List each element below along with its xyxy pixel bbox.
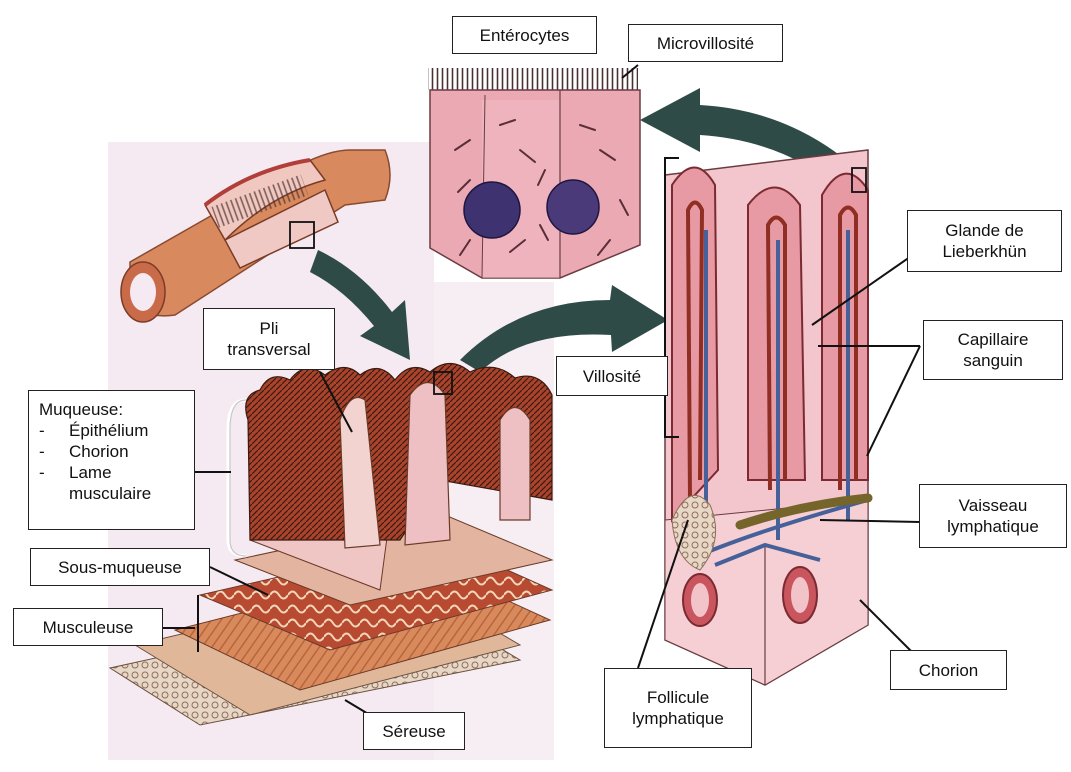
muqueuse-item-musculaire: musculaire bbox=[39, 483, 151, 504]
label-microvillosite-text: Microvillosité bbox=[657, 33, 754, 54]
label-vaisseau-lymphatique: Vaisseau lymphatique bbox=[919, 484, 1067, 548]
label-villosite: Villosité bbox=[556, 356, 668, 396]
dash: - bbox=[39, 420, 69, 441]
dash-spacer bbox=[39, 483, 69, 504]
label-follicule-line-1: Follicule bbox=[647, 687, 709, 708]
label-musculeuse-text: Musculeuse bbox=[43, 617, 134, 638]
label-musculeuse: Musculeuse bbox=[13, 608, 163, 646]
dash: - bbox=[39, 441, 69, 462]
label-sous-muqueuse-text: Sous-muqueuse bbox=[58, 557, 182, 578]
label-villosite-text: Villosité bbox=[583, 366, 641, 387]
label-microvillosite: Microvillosité bbox=[628, 24, 783, 62]
label-vaisseau-line-2: lymphatique bbox=[947, 516, 1039, 537]
muqueuse-item-text: Épithélium bbox=[69, 420, 148, 441]
enterocyte-block-illustration bbox=[428, 68, 640, 278]
label-capillaire-line-1: Capillaire bbox=[958, 329, 1029, 350]
label-chorion-text: Chorion bbox=[919, 660, 979, 681]
label-chorion: Chorion bbox=[890, 650, 1007, 690]
label-vaisseau-line-1: Vaisseau bbox=[959, 495, 1028, 516]
label-enterocytes-text: Entérocytes bbox=[480, 25, 570, 46]
muqueuse-item-epithelium: -Épithélium bbox=[39, 420, 148, 441]
dash: - bbox=[39, 462, 69, 483]
label-follicule-lymphatique: Follicule lymphatique bbox=[604, 668, 752, 748]
muqueuse-item-text: musculaire bbox=[69, 483, 151, 504]
label-follicule-line-2: lymphatique bbox=[632, 708, 724, 729]
label-glande-line-1: Glande de bbox=[945, 220, 1023, 241]
label-glande-line-2: Lieberkhün bbox=[942, 241, 1026, 262]
label-glande-de-lieberkhun: Glande de Lieberkhün bbox=[907, 210, 1062, 272]
label-muqueuse: Muqueuse: -Épithélium -Chorion -Lame mus… bbox=[28, 390, 195, 530]
label-pli-line-1: Pli bbox=[260, 318, 279, 339]
label-muqueuse-title: Muqueuse: bbox=[39, 399, 123, 420]
label-capillaire-sanguin: Capillaire sanguin bbox=[923, 320, 1063, 380]
label-sereuse: Séreuse bbox=[363, 712, 465, 750]
label-sereuse-text: Séreuse bbox=[382, 721, 445, 742]
muqueuse-item-text: Chorion bbox=[69, 441, 129, 462]
muqueuse-item-lame: -Lame bbox=[39, 462, 112, 483]
muqueuse-item-chorion: -Chorion bbox=[39, 441, 129, 462]
villi-block-illustration bbox=[665, 150, 868, 685]
label-pli-line-2: transversal bbox=[227, 339, 310, 360]
label-sous-muqueuse: Sous-muqueuse bbox=[30, 548, 210, 586]
label-enterocytes: Entérocytes bbox=[452, 16, 597, 54]
muqueuse-item-text: Lame bbox=[69, 462, 112, 483]
label-pli-transversal: Pli transversal bbox=[203, 308, 335, 370]
label-capillaire-line-2: sanguin bbox=[963, 350, 1023, 371]
